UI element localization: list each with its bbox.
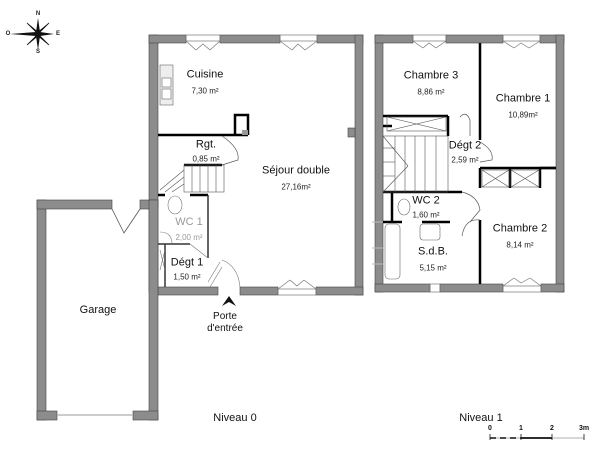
- room-name: Chambre 2: [492, 222, 548, 235]
- room-name: WC 1: [175, 216, 203, 228]
- room-sejour-double: Séjour double 27,16m²: [262, 165, 330, 192]
- compass-west: O: [5, 31, 11, 37]
- compass-south: S: [35, 49, 41, 55]
- compass-rose: [10, 18, 54, 50]
- stairs-level-1: [382, 135, 449, 193]
- room-chambre1: Chambre 1 10,89m²: [496, 93, 550, 120]
- room-name: Chambre 1: [495, 92, 551, 105]
- room-name: Séjour double: [262, 164, 330, 177]
- room-name: Cuisine: [186, 68, 224, 81]
- room-area: 7,30 m²: [191, 86, 219, 96]
- level-0-walls: [36, 34, 364, 421]
- room-area: 5,15 m²: [419, 263, 447, 273]
- room-area: 2,59 m²: [451, 155, 479, 165]
- room-name: Dégt 1: [170, 256, 204, 269]
- room-cuisine: Cuisine 7,30 m²: [187, 69, 224, 96]
- entrance-line2: d'entrée: [207, 323, 243, 334]
- scale-tick-1: 1: [519, 425, 523, 432]
- room-sdb: S.d.B. 5,15 m²: [418, 246, 448, 273]
- room-name: WC 2: [412, 194, 440, 207]
- room-name: Rgt.: [195, 138, 217, 151]
- room-wc2: WC 2 1,60 m²: [412, 195, 440, 220]
- scale-tick-0: 0: [488, 425, 492, 432]
- room-area: 0,85 m²: [192, 154, 220, 164]
- room-name: Dégt 2: [448, 139, 482, 152]
- room-name: Chambre 3: [403, 69, 459, 82]
- level-1-label: Niveau 1: [459, 412, 503, 424]
- room-area: 1,50 m²: [173, 272, 201, 282]
- room-chambre3: Chambre 3 8,86 m²: [404, 70, 458, 97]
- room-area: 1,60 m²: [412, 210, 440, 220]
- entrance-label: Porte d'entrée: [207, 311, 243, 335]
- room-garage: Garage: [80, 304, 117, 316]
- room-area: 2,00 m²: [175, 233, 203, 242]
- scale-tick-2: 2: [550, 425, 554, 432]
- room-area: 8,86 m²: [417, 87, 445, 97]
- entrance-line1: Porte: [213, 311, 237, 322]
- room-name: Garage: [79, 304, 117, 316]
- compass-east: E: [55, 31, 61, 37]
- room-rgt: Rgt. 0,85 m²: [192, 139, 219, 164]
- room-wc1: WC 1 2,00 m²: [175, 216, 203, 242]
- room-name: S.d.B.: [418, 245, 448, 258]
- stairs-level-0: [159, 164, 225, 193]
- room-degt2: Dégt 2 2,59 m²: [449, 140, 481, 165]
- compass-north: N: [35, 11, 41, 17]
- level-0-label: Niveau 0: [213, 412, 257, 424]
- scale-bar: [489, 434, 585, 440]
- room-area: 27,16m²: [281, 182, 311, 192]
- scale-tick-3m: 3m: [578, 425, 590, 432]
- room-chambre2: Chambre 2 8,14 m²: [493, 223, 547, 250]
- room-area: 8,14 m²: [506, 240, 534, 250]
- room-degt1: Dégt 1 1,50 m²: [171, 257, 203, 282]
- room-area: 10,89m²: [508, 110, 538, 120]
- entrance-arrow: [222, 296, 236, 306]
